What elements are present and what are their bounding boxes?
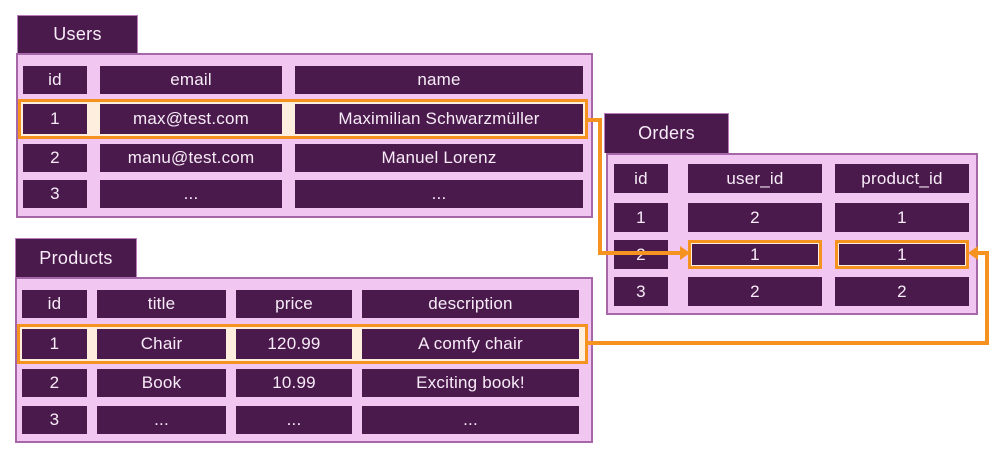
- orders-row-2-user-id-highlight-box: 1: [688, 240, 822, 269]
- products-row-1-highlight-box: 1 Chair 120.99 A comfy chair: [17, 324, 588, 364]
- users-row-2-email: manu@test.com: [100, 144, 282, 172]
- orders-row-1-user-id: 2: [688, 203, 822, 232]
- users-row-1: 1 max@test.com Maximilian Schwarzmüller: [23, 104, 583, 134]
- products-orders-connector-horizontal: [586, 341, 989, 345]
- products-row-2-title: Book: [97, 369, 226, 397]
- orders-row-2-product-id: 1: [839, 244, 965, 265]
- users-row-3-name: ...: [295, 180, 583, 208]
- products-header-title: title: [97, 290, 226, 318]
- users-row-1-name: Maximilian Schwarzmüller: [295, 104, 583, 134]
- users-row-3: 3 ... ...: [23, 180, 583, 208]
- products-row-2: 2 Book 10.99 Exciting book!: [22, 369, 580, 397]
- users-header-id: id: [23, 66, 87, 94]
- users-orders-arrowhead-icon: [680, 246, 690, 260]
- products-row-2-price: 10.99: [236, 369, 352, 397]
- orders-row-2-user-id: 1: [692, 244, 818, 265]
- users-table: id email name 1 max@test.com Maximilian …: [16, 53, 593, 218]
- products-row-1-price: 120.99: [236, 329, 352, 359]
- users-row-2-id: 2: [23, 144, 87, 172]
- orders-row-3-id: 3: [614, 277, 668, 306]
- products-header-description: description: [362, 290, 579, 318]
- users-orders-connector-horizontal: [598, 251, 680, 255]
- orders-row-2: 2 1 1: [614, 240, 969, 269]
- products-row-1-title: Chair: [97, 329, 226, 359]
- products-row-3-title: ...: [97, 406, 226, 434]
- orders-row-1-id: 1: [614, 203, 668, 232]
- users-row-1-email: max@test.com: [100, 104, 282, 134]
- products-row-1-id: 1: [22, 329, 87, 359]
- products-row-3: 3 ... ... ...: [22, 406, 580, 434]
- products-orders-connector-vertical: [985, 251, 989, 345]
- users-row-3-email: ...: [100, 180, 282, 208]
- orders-row-3-user-id: 2: [688, 277, 822, 306]
- products-row-3-description: ...: [362, 406, 579, 434]
- users-row-2: 2 manu@test.com Manuel Lorenz: [23, 144, 583, 172]
- users-row-3-id: 3: [23, 180, 87, 208]
- orders-row-3-product-id: 2: [835, 277, 969, 306]
- users-row-2-name: Manuel Lorenz: [295, 144, 583, 172]
- users-row-1-highlight-box: 1 max@test.com Maximilian Schwarzmüller: [18, 99, 588, 139]
- orders-table: id user_id product_id 1 2 1 2 1 1 3 2 2: [606, 153, 978, 315]
- users-header-name: name: [295, 66, 583, 94]
- users-orders-connector-stub: [586, 118, 602, 122]
- users-header-row: id email name: [23, 66, 583, 94]
- products-table-title: Products: [15, 238, 137, 277]
- products-row-1: 1 Chair 120.99 A comfy chair: [22, 329, 583, 359]
- orders-table-title: Orders: [604, 113, 729, 153]
- products-orders-connector-stub: [978, 251, 989, 255]
- orders-header-user-id: user_id: [688, 164, 822, 193]
- orders-header-product-id: product_id: [835, 164, 969, 193]
- products-row-3-id: 3: [22, 406, 87, 434]
- products-header-id: id: [22, 290, 87, 318]
- orders-row-3: 3 2 2: [614, 277, 969, 306]
- products-row-2-description: Exciting book!: [362, 369, 579, 397]
- users-table-title: Users: [17, 15, 138, 53]
- orders-row-2-product-id-highlight-box: 1: [835, 240, 969, 269]
- orders-header-row: id user_id product_id: [614, 164, 969, 193]
- users-row-1-id: 1: [23, 104, 87, 134]
- products-row-3-price: ...: [236, 406, 352, 434]
- orders-row-1: 1 2 1: [614, 203, 969, 232]
- orders-header-id: id: [614, 164, 668, 193]
- users-header-email: email: [100, 66, 282, 94]
- products-row-2-id: 2: [22, 369, 87, 397]
- products-orders-arrowhead-icon: [968, 246, 978, 260]
- products-table: id title price description 1 Chair 120.9…: [15, 277, 593, 443]
- products-header-row: id title price description: [22, 290, 580, 318]
- products-row-1-description: A comfy chair: [362, 329, 579, 359]
- products-header-price: price: [236, 290, 352, 318]
- orders-row-1-product-id: 1: [835, 203, 969, 232]
- users-orders-connector-vertical: [598, 118, 602, 255]
